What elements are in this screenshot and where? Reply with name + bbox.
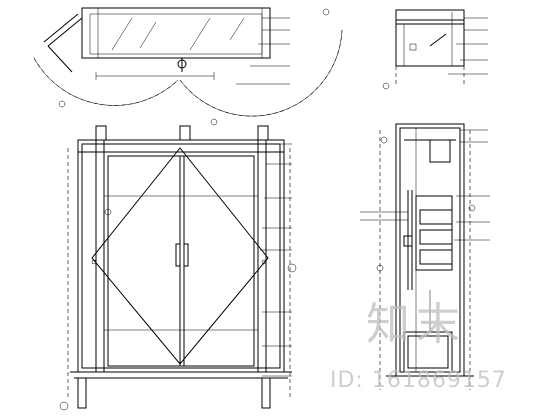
watermark-logo: 知末	[366, 299, 466, 350]
watermark-id: ID: 161869157	[330, 368, 507, 393]
side-section-leaders	[360, 129, 490, 241]
door-plan-view	[33, 7, 343, 117]
jamb-side-section	[360, 123, 490, 390]
elevation-leaders	[260, 143, 292, 377]
plan-leaders	[236, 17, 290, 85]
head-section-detail	[382, 9, 488, 90]
door-elevation-view	[59, 118, 297, 411]
head-detail-leaders	[448, 17, 488, 75]
glass-hatch	[111, 17, 245, 51]
